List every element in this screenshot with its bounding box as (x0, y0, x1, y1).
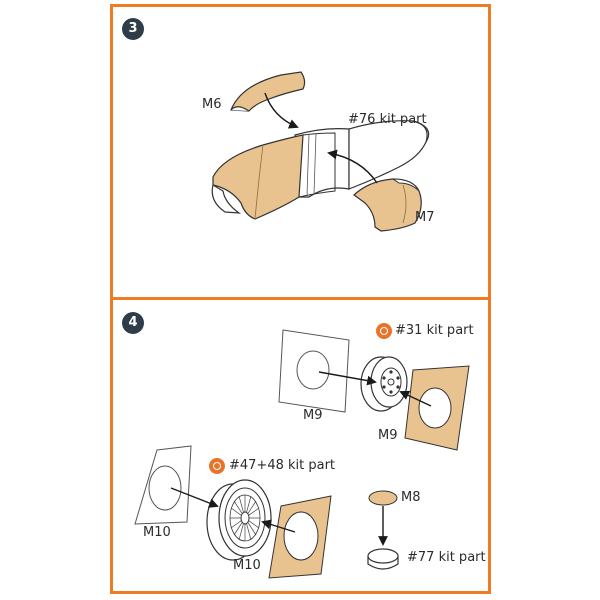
m6-part (230, 71, 306, 112)
step-number-badge: 4 (122, 312, 144, 334)
kit-part-badge-icon (209, 458, 225, 474)
label-kit-part-77: #77 kit part (407, 550, 486, 565)
step-number-badge: 3 (122, 18, 144, 40)
kit-part-badge-icon (376, 323, 392, 339)
label-m10-mask: M10 (143, 525, 171, 540)
label-m9-part: M9 (378, 428, 398, 443)
arrow-m9-resin (399, 390, 432, 407)
label-m10-part: M10 (233, 558, 261, 573)
m7-part (353, 178, 422, 232)
label-m8: M8 (401, 490, 421, 505)
kit-part-77 (367, 548, 399, 570)
arrow-m7 (327, 149, 378, 184)
m10-resin-mask (268, 495, 332, 579)
label-m6: M6 (202, 97, 222, 112)
m8-disc (368, 490, 398, 506)
arrow-m10-resin (261, 519, 296, 533)
arrow-m10-mask (170, 487, 219, 508)
arrow-m9-mask (318, 371, 377, 386)
step-3-panel: 3 M6 # (110, 4, 491, 300)
wheel-hub-31 (360, 356, 408, 412)
step-4-drawing (134, 329, 470, 579)
m10-mask-sheet (134, 445, 192, 525)
m9-resin-mask (404, 365, 470, 451)
kit-part-76 (211, 120, 430, 220)
m9-mask-sheet (278, 329, 350, 413)
label-kit-part-47-48: #47+48 kit part (229, 458, 336, 473)
label-m9-mask: M9 (303, 408, 323, 423)
step-4-panel: 4 (110, 297, 491, 594)
label-kit-part-31: #31 kit part (395, 323, 474, 338)
label-m7: M7 (415, 210, 435, 225)
label-kit-part-76: #76 kit part (348, 112, 427, 127)
arrow-m6 (264, 92, 299, 129)
wheel-47-48 (206, 479, 272, 561)
step-3-drawing (211, 71, 430, 232)
